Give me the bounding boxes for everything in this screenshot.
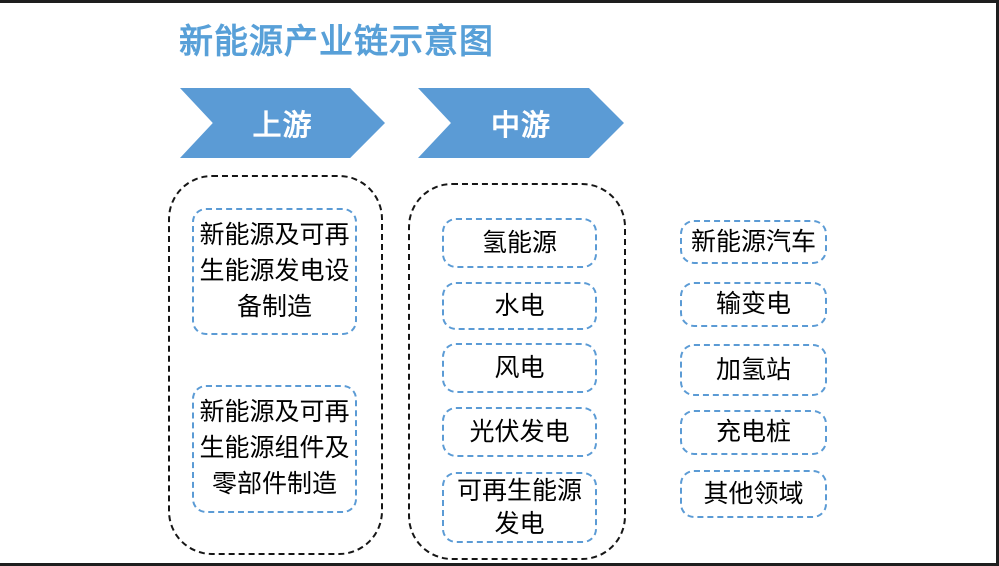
node-hydrogen-station: 加氢站 — [680, 344, 827, 396]
slide-border-top — [0, 0, 999, 3]
node-pv-power: 光伏发电 — [442, 407, 597, 457]
node-power-generation-equipment-mfg: 新能源及可再生能源发电设备制造 — [192, 208, 357, 335]
stage-arrow-upstream-label: 上游 — [252, 110, 313, 142]
node-hydrogen-energy: 氢能源 — [442, 218, 597, 268]
node-components-parts-mfg: 新能源及可再生能源组件及零部件制造 — [192, 385, 357, 513]
node-other-fields: 其他领域 — [680, 470, 827, 518]
node-new-energy-vehicles: 新能源汽车 — [680, 220, 827, 264]
node-charging-pile: 充电桩 — [680, 410, 827, 455]
upstream-group-container — [168, 175, 383, 555]
stage-arrow-midstream-label: 中游 — [490, 110, 551, 142]
slide-border-right — [996, 0, 999, 566]
stage-arrow-midstream: 中游 — [418, 88, 624, 158]
node-hydro-power: 水电 — [442, 282, 597, 330]
midstream-group-container — [408, 183, 626, 560]
node-renewable-power-generation: 可再生能源发电 — [442, 472, 597, 543]
node-wind-power: 风电 — [442, 343, 597, 393]
slide-border-bottom — [0, 563, 999, 566]
diagram-title: 新能源产业链示意图 — [179, 23, 494, 61]
stage-arrow-upstream: 上游 — [180, 88, 385, 158]
node-power-transmission: 输变电 — [680, 282, 827, 327]
